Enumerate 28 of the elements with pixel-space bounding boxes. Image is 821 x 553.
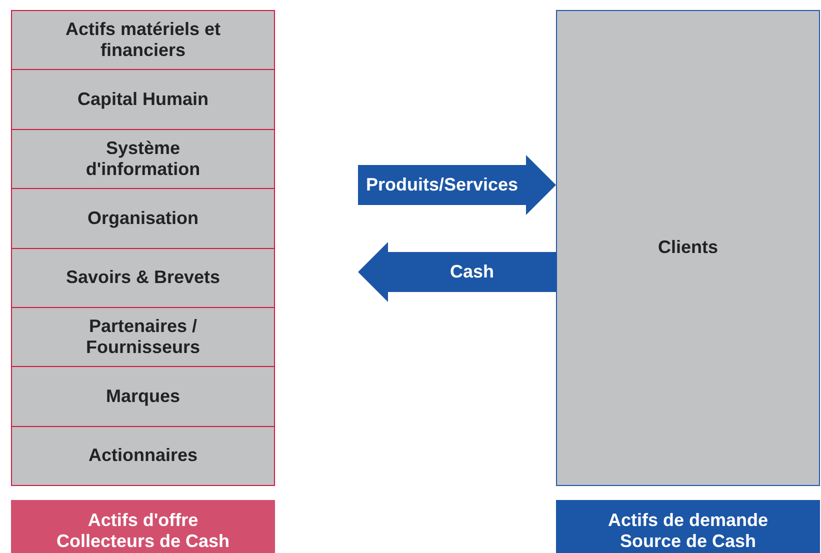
node-label: Actionnaires (88, 445, 198, 466)
node-label: Clients (658, 237, 718, 258)
node-label: Savoirs & Brevets (66, 267, 220, 288)
asset-box (11, 128, 275, 190)
asset-box (11, 307, 275, 368)
node-label: Actifs d'offre (88, 510, 198, 531)
asset-box (11, 188, 275, 249)
category-band (556, 500, 820, 553)
node-label: Actifs de demande (608, 510, 768, 531)
node-label: Organisation (87, 208, 198, 229)
node-label: Source de Cash (620, 531, 756, 552)
node-label: Marques (106, 386, 180, 408)
asset-box (11, 248, 275, 308)
category-band (11, 500, 275, 553)
asset-box (11, 366, 275, 427)
asset-box (11, 69, 275, 130)
block-arrow (358, 242, 556, 302)
node-label: Collecteurs de Cash (56, 531, 230, 552)
edge-label: Cash (450, 262, 494, 282)
clients-box (556, 10, 820, 486)
node-label: Actifs matériels et financiers (64, 19, 222, 62)
node-label: Capital Humain (77, 89, 209, 110)
asset-box (11, 10, 275, 70)
edge-label: Produits/Services (366, 174, 518, 196)
asset-box (11, 426, 275, 486)
block-arrow (358, 155, 556, 215)
node-label: Partenaires / Fournisseurs (84, 316, 202, 358)
node-label: Système d'information (84, 138, 202, 180)
